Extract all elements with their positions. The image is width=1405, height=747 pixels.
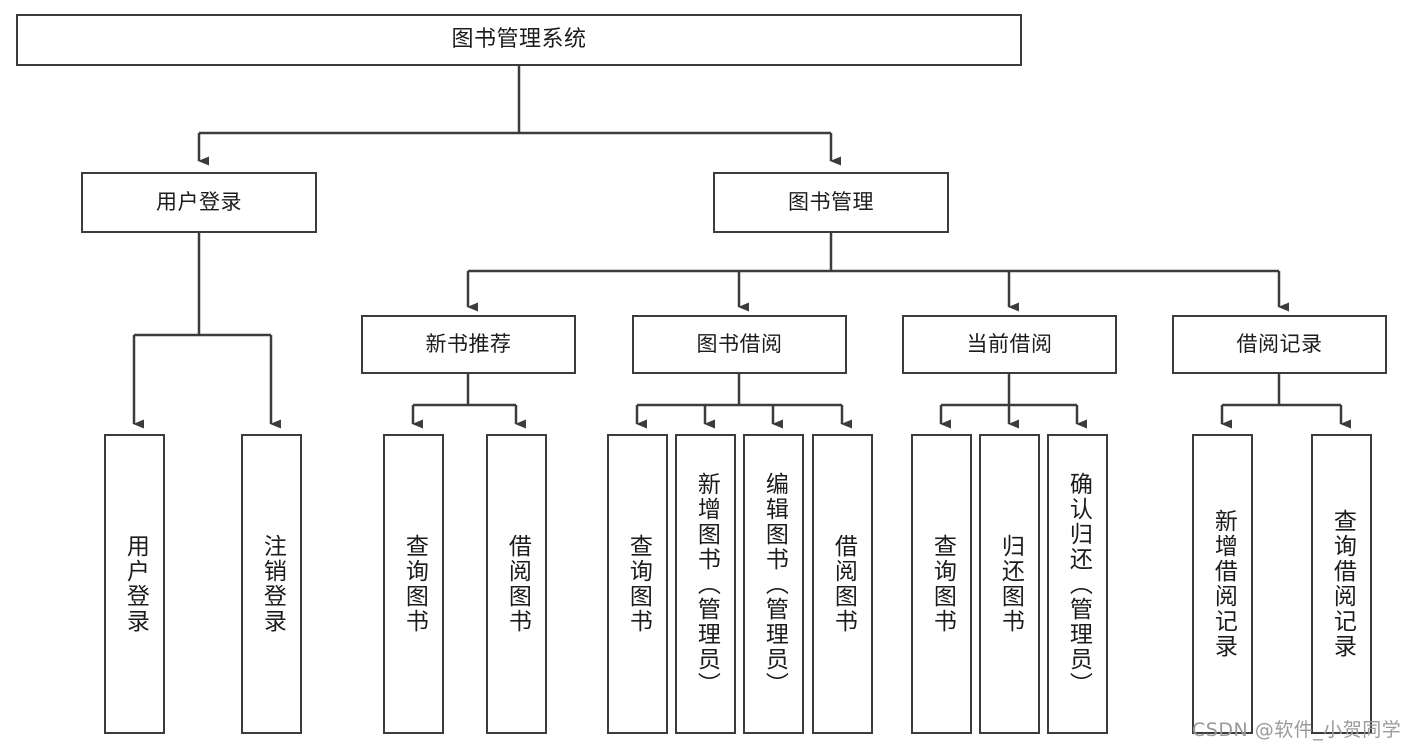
node-label: 新增图书（管理员） (693, 471, 720, 697)
node-label: 查询图书 (401, 534, 428, 634)
leaf-book-borrow-query-book[interactable]: 查询图书 (607, 434, 668, 734)
node-label: 归还图书 (997, 534, 1024, 634)
leaf-borrow-record-query-record[interactable]: 查询借阅记录 (1311, 434, 1372, 734)
node-user-login[interactable]: 用户登录 (81, 172, 317, 233)
node-label: 当前借阅 (966, 332, 1053, 357)
leaf-user-login-login[interactable]: 用户登录 (104, 434, 165, 734)
leaf-borrow-record-add-record[interactable]: 新增借阅记录 (1192, 434, 1253, 734)
leaf-current-borrow-query-book[interactable]: 查询图书 (911, 434, 972, 734)
node-label: 借阅记录 (1236, 332, 1323, 357)
node-label: 新书推荐 (425, 332, 512, 357)
leaf-user-login-logout[interactable]: 注销登录 (241, 434, 302, 734)
leaf-book-borrow-add-book[interactable]: 新增图书（管理员） (675, 434, 736, 734)
node-label: 用户登录 (122, 534, 149, 634)
node-label: 图书管理系统 (451, 27, 587, 53)
node-label: 注销登录 (259, 534, 286, 634)
node-label: 编辑图书（管理员） (761, 471, 788, 697)
node-label: 新增借阅记录 (1210, 509, 1237, 659)
node-borrow-record[interactable]: 借阅记录 (1172, 315, 1387, 374)
node-label: 查询借阅记录 (1329, 509, 1356, 659)
node-label: 查询图书 (929, 534, 956, 634)
node-label: 借阅图书 (830, 534, 857, 634)
node-label: 图书借阅 (696, 332, 783, 357)
node-label: 借阅图书 (504, 534, 531, 634)
leaf-new-book-query-book[interactable]: 查询图书 (383, 434, 444, 734)
leaf-current-borrow-confirm-return[interactable]: 确认归还（管理员） (1047, 434, 1108, 734)
leaf-book-borrow-edit-book[interactable]: 编辑图书（管理员） (743, 434, 804, 734)
node-label: 确认归还（管理员） (1065, 471, 1092, 697)
node-book-management-system[interactable]: 图书管理系统 (16, 14, 1022, 66)
node-label: 查询图书 (625, 534, 652, 634)
node-new-book-recommend[interactable]: 新书推荐 (361, 315, 576, 374)
leaf-book-borrow-borrow-book[interactable]: 借阅图书 (812, 434, 873, 734)
node-book-management[interactable]: 图书管理 (713, 172, 949, 233)
node-current-borrow[interactable]: 当前借阅 (902, 315, 1117, 374)
leaf-current-borrow-return-book[interactable]: 归还图书 (979, 434, 1040, 734)
node-label: 用户登录 (156, 190, 242, 215)
node-label: 图书管理 (788, 190, 874, 215)
node-book-borrow[interactable]: 图书借阅 (632, 315, 847, 374)
leaf-new-book-borrow-book[interactable]: 借阅图书 (486, 434, 547, 734)
